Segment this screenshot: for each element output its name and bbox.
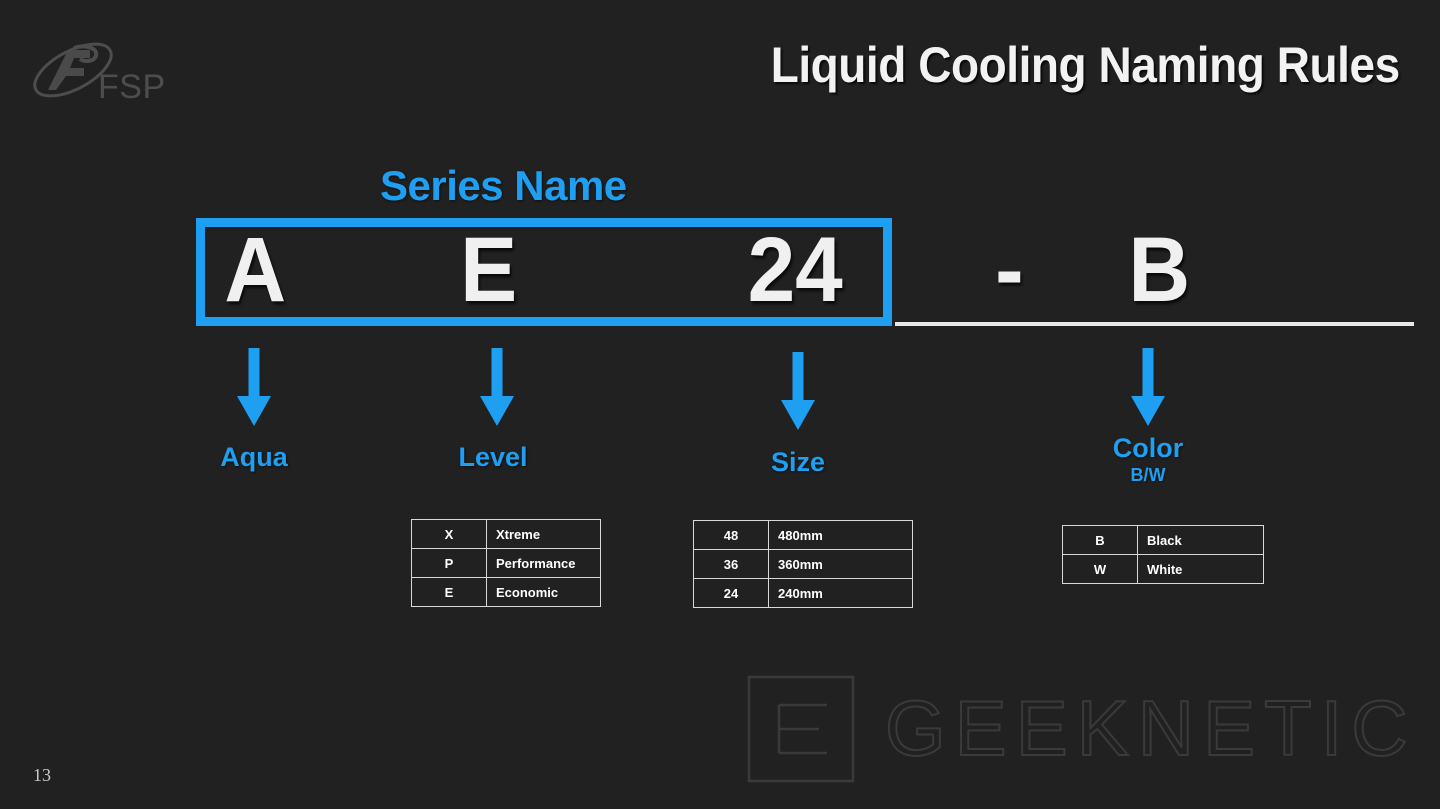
model-code-letter-level: E <box>460 219 518 321</box>
model-code-number-size: 24 <box>747 219 843 321</box>
fsp-logo: FSP <box>28 38 268 110</box>
table-row: E Economic <box>411 577 601 607</box>
level-desc: Economic <box>486 577 601 607</box>
page-number: 13 <box>33 765 51 785</box>
size-desc: 480mm <box>768 520 913 550</box>
table-row: B Black <box>1062 525 1264 555</box>
field-label-size: Size <box>770 447 826 477</box>
field-sublabel-color: B/W <box>1130 465 1166 485</box>
table-row: P Performance <box>411 548 601 578</box>
model-code-separator: - <box>995 219 1024 321</box>
legend-table-level: X Xtreme P Performance E Economic <box>411 519 601 607</box>
arrow-down-icon-color <box>1131 348 1165 426</box>
level-desc: Performance <box>486 548 601 578</box>
color-underline <box>895 322 1414 326</box>
field-label-aqua: Aqua <box>220 442 288 472</box>
series-name-label: Series Name <box>380 162 627 209</box>
level-code: P <box>411 548 487 578</box>
table-row: W White <box>1062 554 1264 584</box>
color-desc: Black <box>1137 525 1264 555</box>
fsp-logo-mark <box>33 42 113 98</box>
page-title: Liquid Cooling Naming Rules <box>770 37 1400 93</box>
fsp-logo-text: FSP <box>98 68 166 106</box>
geeknetic-watermark-text: GEEKNETIC <box>885 684 1417 772</box>
size-desc: 360mm <box>768 549 913 579</box>
field-label-color: Color <box>1112 433 1184 463</box>
size-code: 48 <box>693 520 769 550</box>
color-desc: White <box>1137 554 1264 584</box>
arrow-down-icon-size <box>781 352 815 430</box>
geeknetic-watermark: GEEKNETIC <box>747 675 1417 783</box>
legend-table-color: B Black W White <box>1062 525 1264 584</box>
legend-table-size: 48 480mm 36 360mm 24 240mm <box>693 520 913 608</box>
level-desc: Xtreme <box>486 519 601 549</box>
color-code: W <box>1062 554 1138 584</box>
table-row: 36 360mm <box>693 549 913 579</box>
size-desc: 240mm <box>768 578 913 608</box>
level-code: X <box>411 519 487 549</box>
model-code-letter-color: B <box>1128 219 1191 321</box>
arrow-down-icon-aqua <box>237 348 271 426</box>
table-row: 48 480mm <box>693 520 913 550</box>
arrow-down-icon-level <box>480 348 514 426</box>
size-code: 24 <box>693 578 769 608</box>
field-label-level: Level <box>458 442 528 472</box>
model-code-letter-aqua: A <box>224 219 287 321</box>
level-code: E <box>411 577 487 607</box>
series-name-highlight-box <box>196 218 892 326</box>
table-row: X Xtreme <box>411 519 601 549</box>
table-row: 24 240mm <box>693 578 913 608</box>
color-code: B <box>1062 525 1138 555</box>
model-code-row: A E 24 - B <box>196 218 1414 328</box>
size-code: 36 <box>693 549 769 579</box>
